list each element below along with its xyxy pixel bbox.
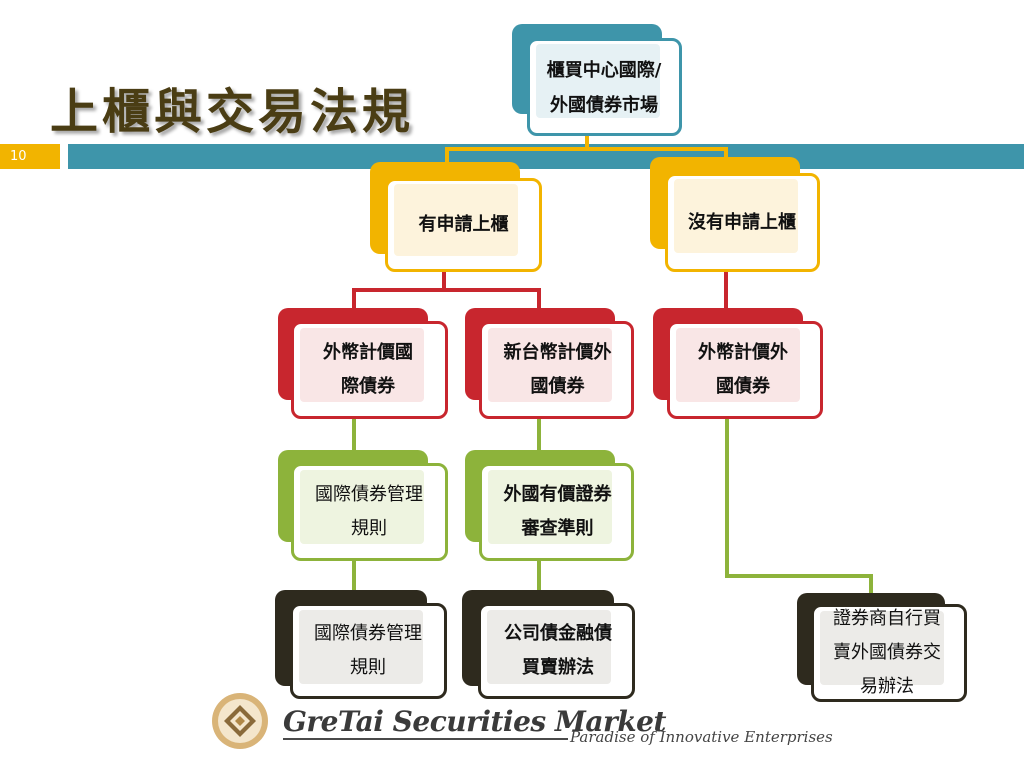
node-rule-intl-bond-mgmt-label: 國際債券管理規則 [315, 484, 423, 539]
node-unlisted-fx-foreign-label: 外幣計價外國債券 [698, 342, 788, 397]
footer-tagline: Paradise of Innovative Enterprises [570, 728, 833, 746]
node-rule-broker-proprietary-label: 證券商自行買賣外國債券交易辦法 [833, 608, 941, 697]
node-listed-twd-foreign-label: 新台幣計價外國債券 [503, 342, 612, 397]
gretai-diamond-logo-icon [212, 693, 268, 749]
node-branch-unlisted-label: 沒有申請上櫃 [688, 211, 796, 233]
page-number: 10 [0, 144, 60, 169]
node-rule-intl-bond-mgmt-2-label: 國際債券管理規則 [314, 623, 422, 678]
node-root-label: 櫃買中心國際/外國債券市場 [546, 60, 662, 116]
slide-title: 上櫃與交易法規 [50, 84, 415, 140]
root-to-branches-connector [445, 134, 728, 162]
currency-to-rule-connector [352, 419, 873, 593]
node-branch-listed-label: 有申請上櫃 [418, 214, 509, 235]
node-listed-fx-intl-label: 外幣計價國際債券 [323, 342, 413, 397]
branch-to-currency-connector [352, 272, 728, 310]
node-rule-corp-bond-financial-label: 公司債金融債買賣辦法 [504, 623, 612, 678]
footer-company-name: GreTai Securities Market [283, 705, 666, 738]
node-rule-foreign-sec-review-label: 外國有價證券審查準則 [503, 484, 612, 539]
footer-underline [283, 738, 568, 740]
